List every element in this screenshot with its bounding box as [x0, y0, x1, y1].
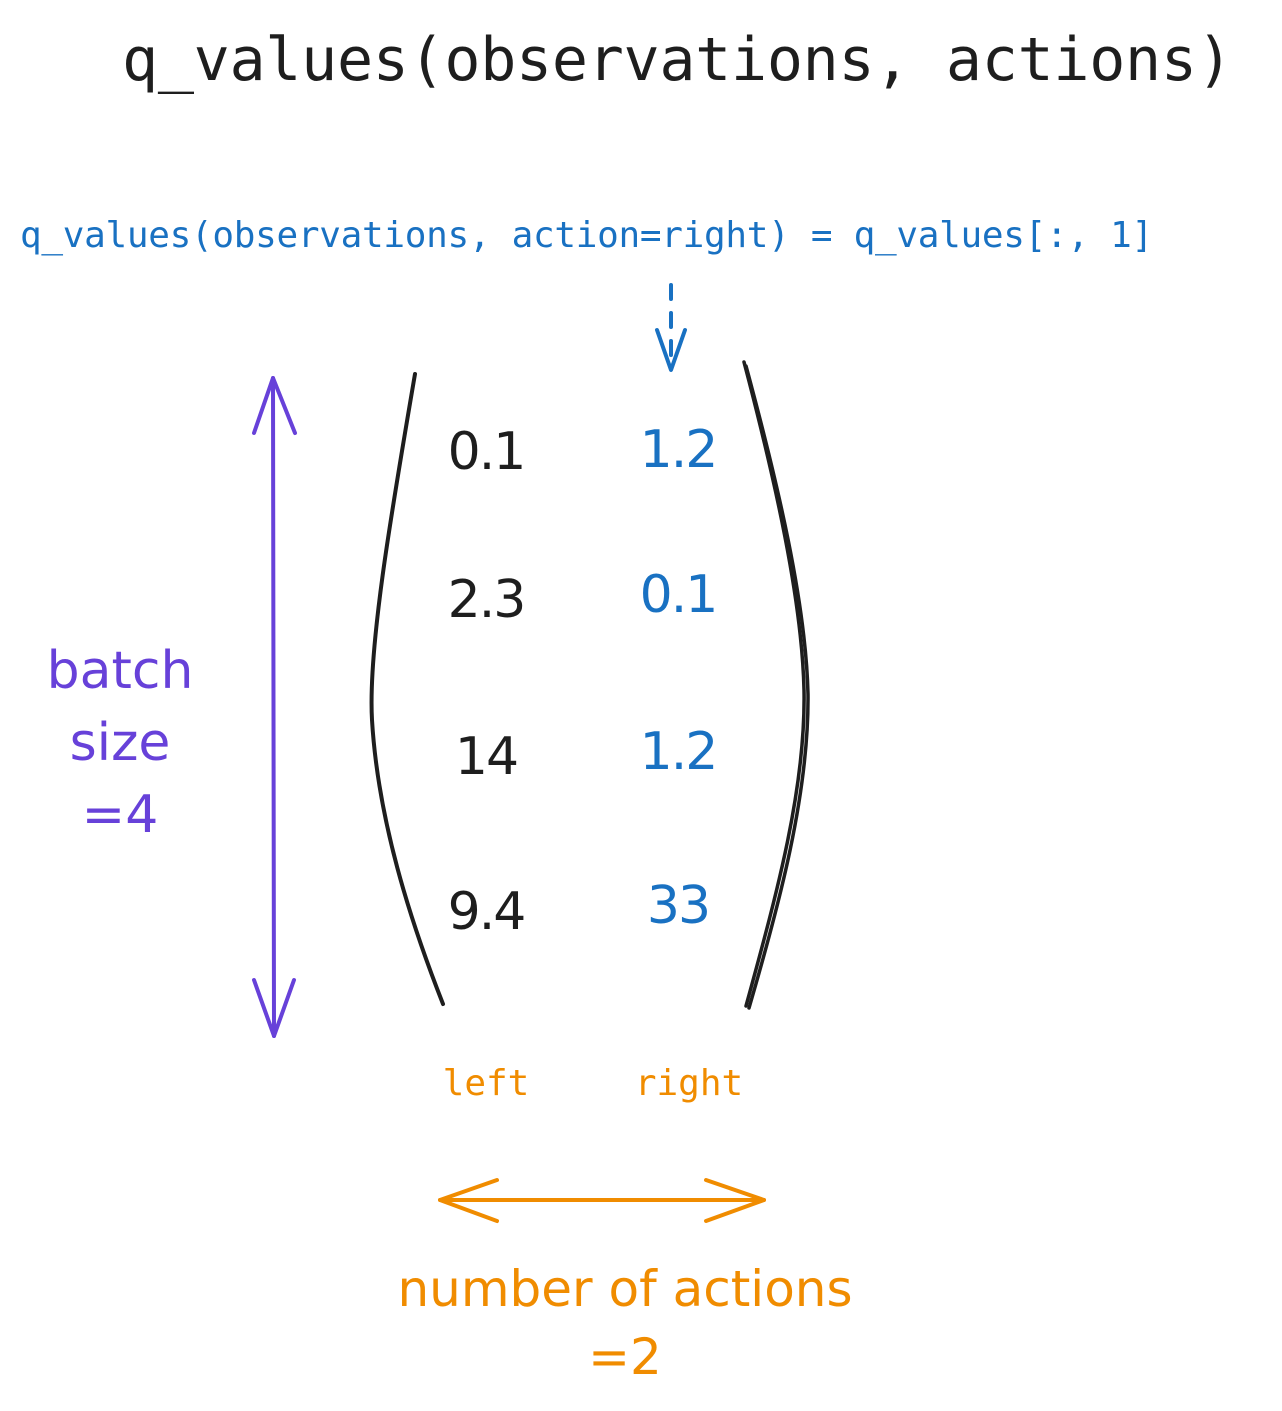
matrix-cell-right-row-4: 33 — [646, 876, 711, 936]
number-of-actions-label-line-2: =2 — [588, 1328, 662, 1386]
number-of-actions-arrow — [438, 1178, 766, 1223]
matrix-cell-right-row-2: 0.1 — [639, 565, 719, 625]
matrix-cell-right-row-1: 1.2 — [639, 420, 719, 480]
batch-size-label-line-1: batch — [46, 641, 194, 701]
column-label-left: left — [442, 1063, 530, 1104]
right-matrix-bracket — [742, 360, 810, 1010]
batch-size-label: batch size =4 — [40, 635, 200, 851]
matrix-cell-left-row-2: 2.3 — [447, 570, 527, 630]
matrix-cell-left-row-4: 9.4 — [447, 882, 527, 942]
main-title: q_values(observations, actions) — [122, 25, 1233, 95]
matrix-cell-left-row-1: 0.1 — [447, 422, 527, 482]
batch-size-label-line-3: =4 — [81, 785, 159, 845]
number-of-actions-label: number of actions =2 — [380, 1255, 870, 1391]
batch-size-label-line-2: size — [69, 713, 171, 773]
batch-size-arrow — [252, 376, 297, 1038]
number-of-actions-label-line-1: number of actions — [397, 1260, 853, 1318]
column-label-right: right — [634, 1063, 744, 1104]
matrix-cell-right-row-3: 1.2 — [639, 722, 719, 782]
selection-pointer-arrow — [655, 283, 687, 372]
left-matrix-bracket — [369, 372, 445, 1006]
action-selection-label: q_values(observations, action=right) = q… — [20, 215, 1153, 256]
matrix-cell-left-row-3: 14 — [454, 727, 519, 787]
